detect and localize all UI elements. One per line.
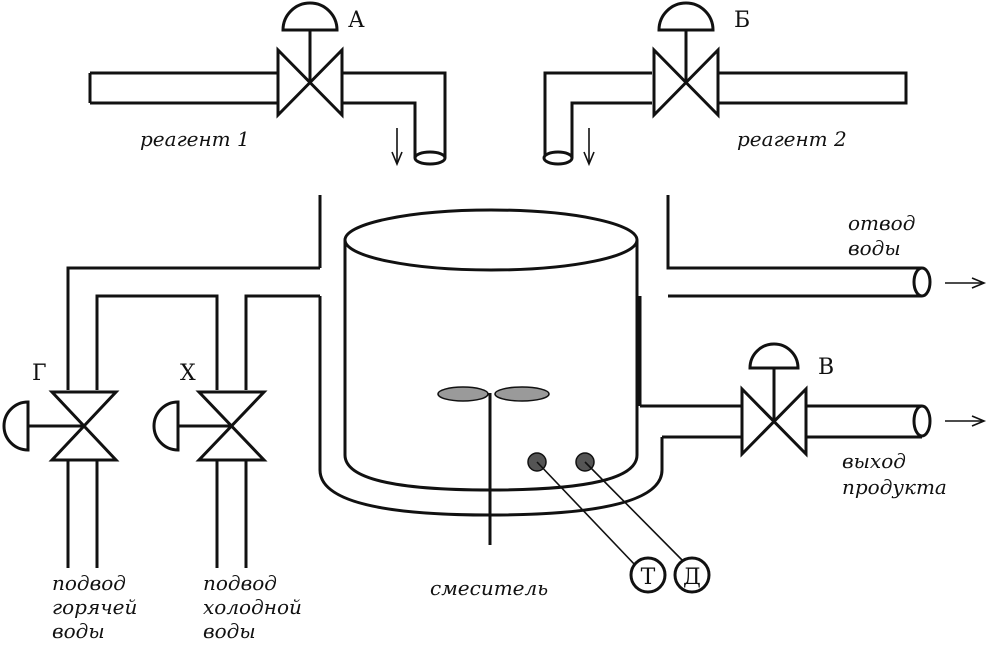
valve-v-label: В [818, 355, 834, 380]
hot-water-pipe [66, 266, 320, 568]
valve-a-label: А [348, 8, 365, 33]
drain-arrow [945, 277, 987, 289]
cold-water-label-line1: подвод [203, 571, 277, 595]
reagent-2-label: реагент 2 [737, 127, 847, 151]
reagent-2-pipe [542, 71, 908, 167]
mixer-agitator [437, 386, 550, 545]
valve-g-label: Г [32, 361, 47, 386]
sensors [527, 452, 711, 594]
valve-b-label: Б [734, 8, 750, 33]
reagent-1-label: реагент 1 [140, 127, 250, 151]
valve-x-label: Х [180, 361, 196, 386]
mixer-label: смеситель [430, 576, 548, 600]
reagent-1-pipe [88, 71, 447, 167]
valve-a[interactable] [276, 1, 344, 119]
cold-water-label-line2: холодной [203, 595, 302, 619]
drain-label-line2: воды [848, 236, 901, 260]
sensor-t-label: Т [641, 565, 656, 590]
valve-v[interactable] [740, 342, 808, 458]
valve-b[interactable] [652, 1, 720, 119]
product-pipe [806, 404, 932, 439]
product-arrow [945, 415, 987, 427]
hot-water-label-line2: горячей [52, 595, 137, 619]
hot-water-label-line1: подвод [52, 571, 126, 595]
product-label-line1: выход [842, 449, 906, 473]
sensor-d-label: Д [683, 565, 701, 590]
cold-water-pipe [210, 294, 320, 568]
cold-water-label-line3: воды [203, 619, 256, 643]
valve-g[interactable] [2, 390, 120, 462]
hot-water-label-line3: воды [52, 619, 105, 643]
valve-x[interactable] [152, 390, 268, 462]
drain-label-line1: отвод [848, 211, 915, 235]
product-label-line2: продукта [842, 475, 947, 499]
